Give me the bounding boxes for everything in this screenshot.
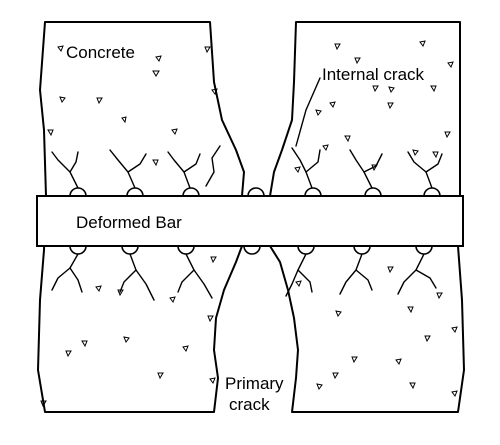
internal-crack xyxy=(69,267,83,293)
internal-crack xyxy=(109,149,136,189)
internal-crack xyxy=(185,253,213,299)
internal-crack xyxy=(349,149,373,189)
upper-left-internal-cracks xyxy=(51,145,221,189)
internal-crack xyxy=(167,151,191,189)
deformed-bar xyxy=(36,195,464,247)
internal-crack xyxy=(291,147,313,189)
internal-crack xyxy=(69,151,79,173)
deformed-bar-label: Deformed Bar xyxy=(76,213,182,232)
internal-crack xyxy=(127,153,147,173)
lower-right-internal-cracks xyxy=(285,253,437,297)
internal-crack xyxy=(425,153,443,173)
internal-crack xyxy=(407,151,433,189)
internal-crack xyxy=(51,151,79,189)
aggregate-particles xyxy=(40,40,458,408)
internal-crack xyxy=(285,253,307,297)
internal-crack xyxy=(177,269,195,293)
concrete-label: Concrete xyxy=(66,43,135,62)
internal-crack-label: Internal crack xyxy=(322,65,425,84)
internal-crack xyxy=(415,269,437,289)
primary-crack-label-line2: crack xyxy=(229,395,270,414)
internal-crack xyxy=(129,253,155,301)
internal-crack xyxy=(355,269,373,291)
lower-left-internal-cracks xyxy=(51,253,213,301)
internal-crack xyxy=(297,269,313,293)
internal-crack xyxy=(339,253,363,295)
upper-right-internal-cracks xyxy=(291,147,443,189)
primary-crack-label-line1: Primary xyxy=(225,374,284,393)
internal-crack-leader-line xyxy=(295,77,321,147)
internal-crack xyxy=(183,153,201,173)
internal-crack xyxy=(305,149,321,173)
internal-crack xyxy=(205,145,221,187)
internal-crack xyxy=(51,253,79,291)
internal-crack xyxy=(119,269,137,293)
internal-crack xyxy=(397,253,425,295)
